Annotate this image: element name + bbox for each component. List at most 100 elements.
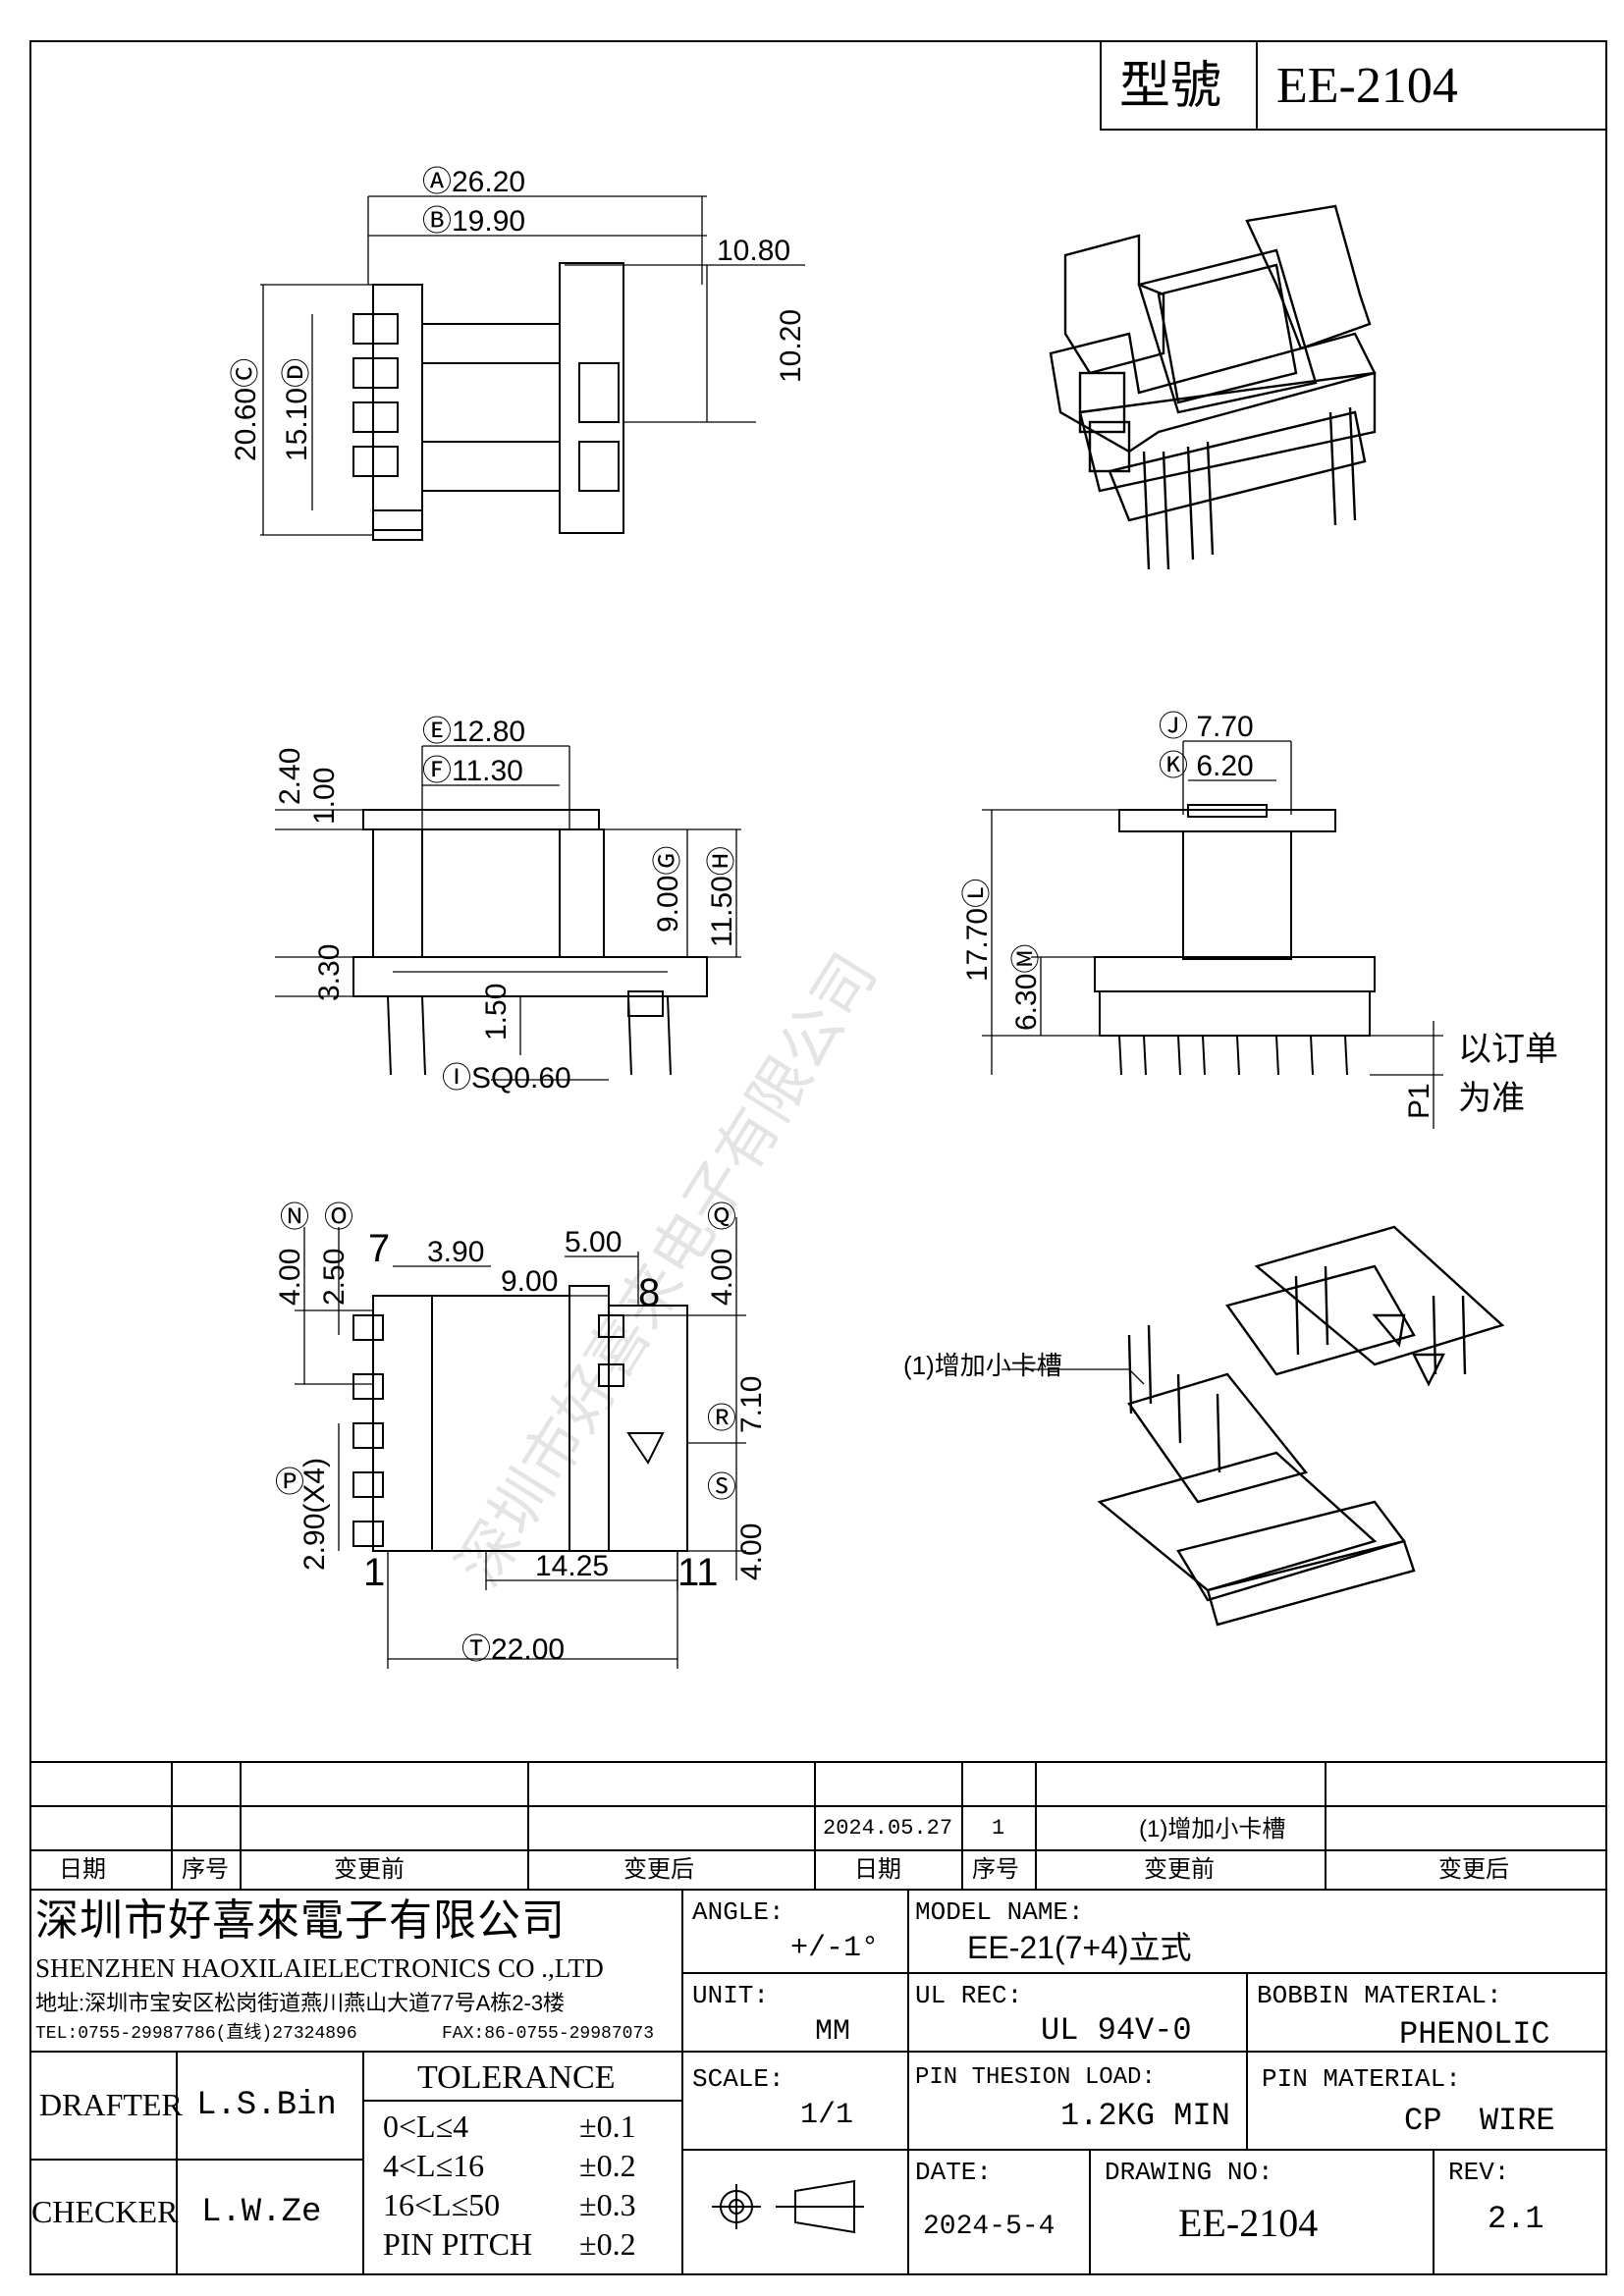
pin-11: 11 [677, 1551, 719, 1594]
unit-value: MM [815, 2015, 851, 2049]
date-value: 2024-5-4 [923, 2212, 1056, 2242]
rev-date: 2024.05.27 [823, 1816, 953, 1841]
note-line-2: 为准 [1458, 1080, 1525, 1117]
date-label: DATE: [915, 2158, 993, 2187]
angle-value: +/-1° [790, 1932, 880, 1965]
tol-value-1: ±0.1 [579, 2109, 636, 2144]
dim-c: 20.60Ⓒ [230, 358, 262, 461]
dim-10-20: 10.20 [775, 309, 807, 383]
tol-value-4: ±0.2 [579, 2226, 636, 2262]
dim-h: 11.50Ⓗ [706, 846, 738, 947]
pin-1: 1 [363, 1551, 385, 1594]
rev-seq: 1 [992, 1816, 1005, 1841]
dim-f: Ⓕ11.30 [422, 755, 523, 787]
dim-p1: P1 [1403, 1083, 1435, 1119]
checker-value: L.W.Ze [201, 2194, 322, 2231]
tol-range-2: 4<L≤16 [383, 2148, 485, 2183]
angle-label: ANGLE: [692, 1897, 785, 1927]
dim-14-25: 14.25 [535, 1550, 609, 1582]
dim-d: 15.10Ⓓ [281, 358, 313, 461]
pin-material-value: CP WIRE [1404, 2103, 1555, 2139]
dim-j: Ⓙ 7.70 [1159, 711, 1254, 743]
rev-header-seq-1: 序号 [182, 1856, 229, 1883]
title-grid [30, 1761, 1606, 2274]
model-name-value: EE-21(7+4)立式 [967, 1930, 1192, 1965]
iso-view-bottom [1001, 1225, 1505, 1627]
side-view [982, 740, 1443, 1129]
unit-label: UNIT: [692, 1981, 770, 2010]
drafter-label: DRAFTER [39, 2087, 183, 2122]
bobbin-value: PHENOLIC [1399, 2016, 1550, 2053]
dim-3-90: 3.90 [427, 1236, 484, 1268]
callout-text: (1)增加小卡槽 [903, 1351, 1062, 1380]
company-name-cn: 深圳市好喜來電子有限公司 [35, 1896, 566, 1945]
dim-5-00: 5.00 [565, 1226, 622, 1258]
dim-1-00: 1.00 [308, 768, 341, 825]
dim-1-50: 1.50 [480, 984, 513, 1041]
company-tel: TEL:0755-29987786(直线)27324896 [35, 2024, 357, 2044]
rev-label: REV: [1448, 2158, 1510, 2187]
dim-7-10: 7.10 [735, 1376, 768, 1433]
pin-load-value: 1.2KG MIN [1060, 2098, 1230, 2134]
top-view [260, 195, 805, 541]
drawing-no-value: EE-2104 [1178, 2201, 1319, 2245]
model-label: 型號 [1119, 57, 1222, 116]
company-fax: FAX:86-0755-29987073 [442, 2024, 655, 2044]
scale-value: 1/1 [800, 2099, 854, 2132]
tol-range-1: 0<L≤4 [383, 2109, 469, 2144]
dim-l: 17.70Ⓛ [961, 879, 994, 982]
dim-3-30: 3.30 [313, 944, 346, 1001]
circ-r: Ⓡ [707, 1403, 736, 1435]
rev-before: (1)增加小卡槽 [1139, 1816, 1286, 1842]
dim-2-50: 2.50 [318, 1249, 351, 1306]
rev-header-before-2: 变更前 [1144, 1856, 1215, 1883]
circ-q: Ⓠ [707, 1201, 736, 1234]
front-view [275, 745, 741, 1081]
dim-4-00a: 4.00 [274, 1249, 306, 1306]
dim-2-90x4: 2.90(X4) [298, 1458, 331, 1571]
dim-t: Ⓣ22.00 [461, 1633, 565, 1666]
dim-4-00b: 4.00 [706, 1249, 738, 1306]
dim-2-40: 2.40 [274, 748, 306, 805]
tol-value-2: ±0.2 [579, 2148, 636, 2183]
top-view-dims: Ⓐ26.20 Ⓑ19.90 10.80 10.20 20.60Ⓒ 15.10Ⓓ [230, 166, 807, 461]
company-address: 地址:深圳市宝安区松岗街道燕川燕山大道77号A栋2-3楼 [35, 1991, 566, 2015]
rev-value: 2.1 [1488, 2201, 1544, 2237]
rev-header-seq-2: 序号 [972, 1856, 1019, 1883]
dim-4-00c: 4.00 [735, 1523, 768, 1580]
rev-header-before-1: 变更前 [334, 1856, 405, 1883]
bottom-view-dims: Ⓝ Ⓞ 4.00 2.50 3.90 9.00 5.00 4.00 7.10 4… [274, 1201, 768, 1666]
circ-n: Ⓝ [280, 1201, 309, 1234]
circ-s: Ⓢ [707, 1471, 736, 1504]
sheet-border [29, 40, 1607, 2275]
tolerance-label: TOLERANCE [417, 2059, 616, 2096]
bottom-view [295, 1217, 746, 1669]
note-line-1: 以订单 [1458, 1031, 1558, 1068]
dim-b: Ⓑ19.90 [422, 205, 525, 238]
front-view-dims: Ⓔ12.80 Ⓕ11.30 2.40 1.00 9.00Ⓖ 11.50Ⓗ 3.3… [274, 716, 738, 1095]
rev-header-after-1: 变更后 [623, 1856, 694, 1883]
rev-header-date-2: 日期 [854, 1856, 901, 1883]
model-value: EE-2104 [1276, 58, 1458, 114]
circ-o: Ⓞ [324, 1201, 353, 1234]
drafter-value: L.S.Bin [196, 2087, 337, 2124]
company-name-en: SHENZHEN HAOXILAIELECTRONICS CO .,LTD [35, 1953, 604, 1983]
drawing-no-label: DRAWING NO: [1105, 2158, 1273, 2187]
circ-p: Ⓟ [275, 1467, 304, 1499]
tol-value-3: ±0.3 [579, 2187, 636, 2222]
bobbin-label: BOBBIN MATERIAL: [1257, 1981, 1502, 2010]
dim-10-80: 10.80 [717, 235, 790, 267]
tol-range-3: 16<L≤50 [383, 2187, 501, 2222]
tol-range-4: PIN PITCH [383, 2226, 533, 2262]
pin-7: 7 [368, 1227, 390, 1270]
dim-a: Ⓐ26.20 [422, 166, 525, 198]
model-name-label: MODEL NAME: [915, 1897, 1084, 1927]
dim-m: 6.30Ⓜ [1010, 944, 1043, 1031]
pin-8: 8 [638, 1271, 660, 1314]
iso-view-top [1049, 204, 1377, 570]
side-view-dims: Ⓙ 7.70 Ⓚ 6.20 17.70Ⓛ 6.30Ⓜ P1 以订单 为准 [961, 711, 1558, 1119]
ul-value: UL 94V-0 [1041, 2012, 1192, 2049]
dim-e: Ⓔ12.80 [422, 716, 525, 748]
pin-load-label: PIN THESION LOAD: [915, 2064, 1156, 2091]
